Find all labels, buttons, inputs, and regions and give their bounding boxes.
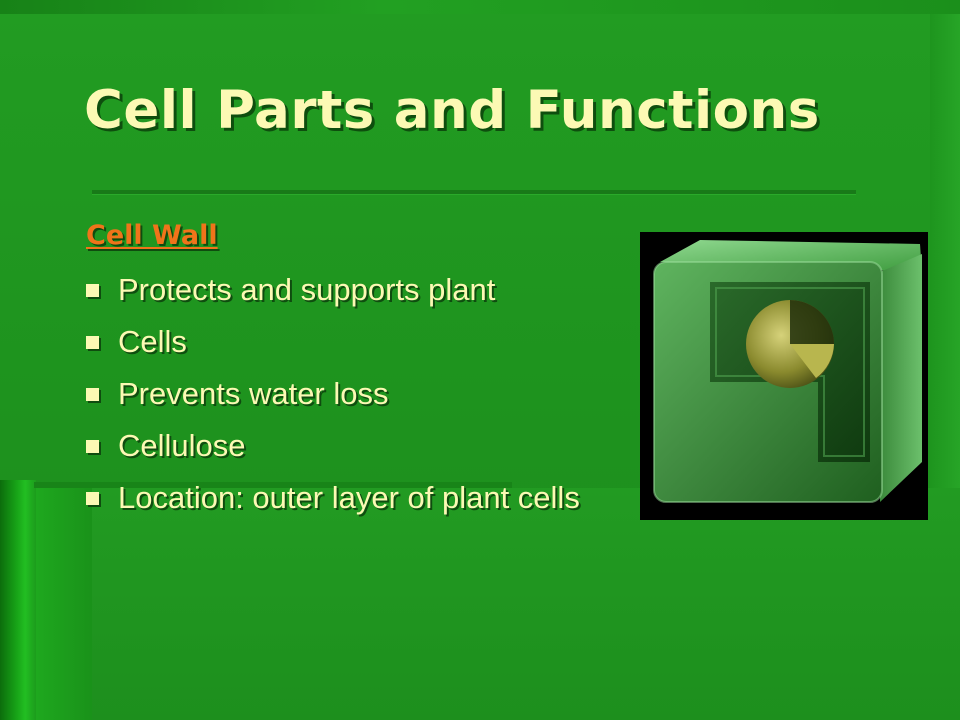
bullet-item: Location: outer layer of plant cells	[86, 480, 616, 515]
bullet-item: Prevents water loss	[86, 376, 616, 411]
bullet-text: Cells	[118, 324, 187, 359]
decorative-band-bottom	[92, 488, 960, 720]
decorative-band-top	[0, 0, 960, 14]
plant-cell-wall-illustration	[640, 232, 928, 520]
lower-divider	[34, 482, 512, 488]
square-bullet-icon	[86, 492, 99, 505]
slide-title: Cell Parts and Functions	[84, 80, 820, 141]
decorative-band-left	[0, 480, 36, 720]
square-bullet-icon	[86, 284, 99, 297]
title-divider	[92, 190, 856, 194]
cell-wall-cube-graphic	[653, 240, 922, 503]
square-bullet-icon	[86, 440, 99, 453]
bullet-text: Prevents water loss	[118, 376, 389, 411]
bullet-item: Protects and supports plant	[86, 272, 616, 307]
bullet-text: Location: outer layer of plant cells	[118, 480, 580, 515]
bullet-list: Protects and supports plant Cells Preven…	[86, 272, 616, 532]
bullet-text: Protects and supports plant	[118, 272, 496, 307]
bullet-item: Cells	[86, 324, 616, 359]
section-heading: Cell Wall	[86, 220, 218, 251]
square-bullet-icon	[86, 336, 99, 349]
decorative-band-left-inner	[36, 488, 92, 720]
square-bullet-icon	[86, 388, 99, 401]
bullet-text: Cellulose	[118, 428, 246, 463]
bullet-item: Cellulose	[86, 428, 616, 463]
decorative-band-right	[930, 14, 960, 488]
